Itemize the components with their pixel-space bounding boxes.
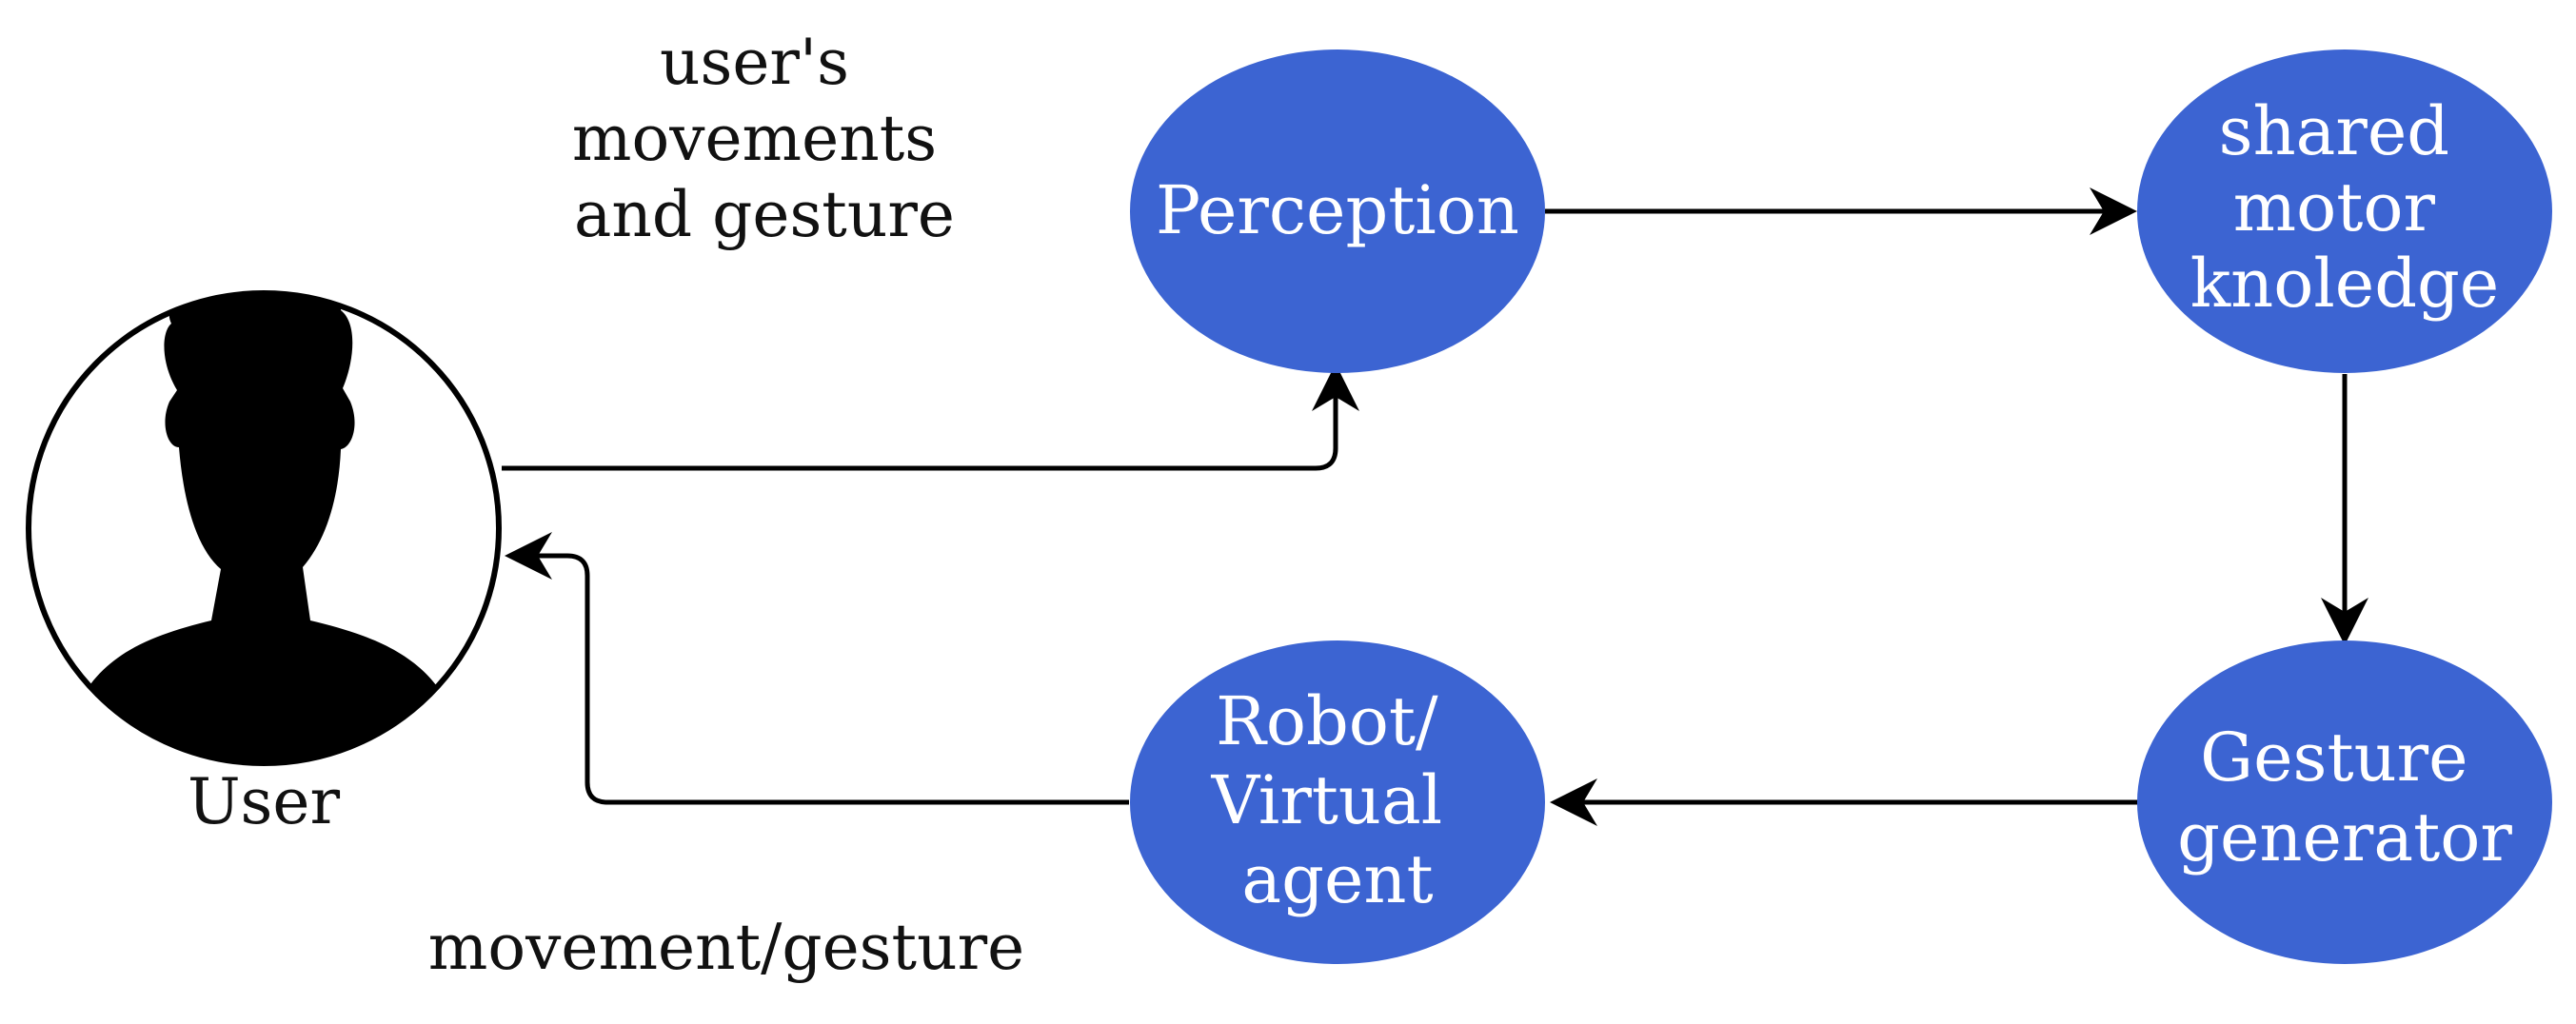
- user-caption: User: [188, 765, 341, 838]
- node-label-shared-motor-knowledge: shared motor knoledge: [2190, 92, 2500, 323]
- edge-user-to-perception: [502, 364, 1359, 471]
- node-gesture-generator: [2137, 640, 2552, 964]
- node-label-perception: Perception: [1156, 171, 1519, 249]
- user-avatar: [26, 290, 502, 766]
- edge-label-movement-gesture: movement/gesture: [428, 911, 1024, 984]
- node-label-robot-virtual-agent: Robot/ Virtual agent: [1211, 682, 1464, 918]
- person-silhouette-icon: [63, 293, 466, 763]
- node-robot-virtual-agent: [1130, 640, 1545, 964]
- edge-robot-virtual-agent-to-user: [505, 532, 1129, 805]
- node-shared-motor-knowledge: [2137, 49, 2552, 373]
- edge-label-user-movements: user's movements and gesture: [572, 26, 957, 251]
- node-label-gesture-generator: Gesture generator: [2177, 719, 2512, 876]
- node-perception: [1130, 49, 1545, 373]
